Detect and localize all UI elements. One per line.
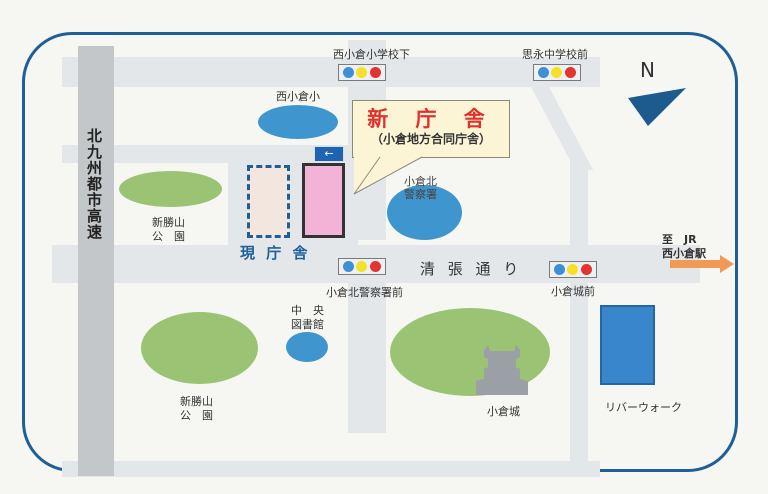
signal-label-nishikokura: 西小倉小学校下 xyxy=(333,48,410,61)
new-office-building xyxy=(302,163,345,238)
road-center-south xyxy=(348,283,386,433)
library-label-line2: 図書館 xyxy=(291,318,324,331)
traffic-signal-castle-front xyxy=(549,261,597,278)
signal-red-icon xyxy=(564,67,576,78)
signal-yellow-icon xyxy=(356,67,368,78)
station-label-line1: 至 JR xyxy=(662,233,697,246)
highway-label: 北九州都市高速 xyxy=(85,128,103,240)
station-direction-arrow-icon xyxy=(670,255,734,273)
signal-blue-icon xyxy=(554,264,566,275)
main-street-label: 清 張 通 り xyxy=(420,260,523,278)
signal-red-icon xyxy=(369,67,381,78)
new-office-subtitle: （小倉地方合同庁舎） xyxy=(370,132,491,146)
road-mid xyxy=(62,145,352,163)
police-station-label: 小倉北警察署 xyxy=(404,175,437,201)
road-right-vertical xyxy=(570,160,588,470)
signal-blue-icon xyxy=(343,261,355,272)
school-label: 西小倉小 xyxy=(276,90,320,103)
school-marker xyxy=(258,105,338,139)
traffic-signal-police-front xyxy=(338,258,386,275)
library-marker xyxy=(286,332,328,362)
station-label-line2: 西小倉駅 xyxy=(662,247,706,260)
new-office-title: 新 庁 舎 xyxy=(367,107,495,131)
riverwalk-building xyxy=(600,305,655,385)
one-way-sign-icon: ← xyxy=(314,146,344,162)
riverwalk-label: リバーウォーク xyxy=(605,401,682,414)
shinkatsuyama-park-bottom-marker xyxy=(141,312,258,384)
shinkatsuyama-park-top-marker xyxy=(119,171,222,207)
park-bottom-label-line1: 新勝山 xyxy=(180,395,213,408)
signal-yellow-icon xyxy=(356,261,368,272)
signal-label-shiei: 思永中学校前 xyxy=(522,48,588,61)
signal-label-police-front: 小倉北警察署前 xyxy=(326,286,403,299)
park-top-label-line2: 公 園 xyxy=(152,230,185,243)
signal-label-castle-front: 小倉城前 xyxy=(551,285,595,298)
north-label: N xyxy=(640,58,655,82)
castle-label: 小倉城 xyxy=(487,405,520,418)
police-station-marker xyxy=(387,185,462,240)
new-office-callout: 新 庁 舎 （小倉地方合同庁舎） xyxy=(352,100,510,158)
north-arrow-icon xyxy=(628,88,686,126)
signal-red-icon xyxy=(580,264,592,275)
traffic-signal-shiei xyxy=(533,64,581,81)
park-bottom-label-line2: 公 園 xyxy=(180,409,213,422)
signal-blue-icon xyxy=(343,67,355,78)
park-top-label-line1: 新勝山 xyxy=(152,216,185,229)
current-office-building xyxy=(247,165,290,238)
signal-yellow-icon xyxy=(567,264,579,275)
callout-pointer xyxy=(353,156,423,195)
road-bottom-right xyxy=(300,461,600,477)
signal-yellow-icon xyxy=(551,67,563,78)
signal-blue-icon xyxy=(538,67,550,78)
highway xyxy=(78,46,114,476)
signal-red-icon xyxy=(369,261,381,272)
current-office-label: 現 庁 舎 xyxy=(240,244,311,262)
road-bottom xyxy=(62,461,300,477)
library-label-line1: 中 央 xyxy=(291,304,324,317)
castle-icon xyxy=(476,345,528,395)
traffic-signal-nishikokura xyxy=(338,64,386,81)
